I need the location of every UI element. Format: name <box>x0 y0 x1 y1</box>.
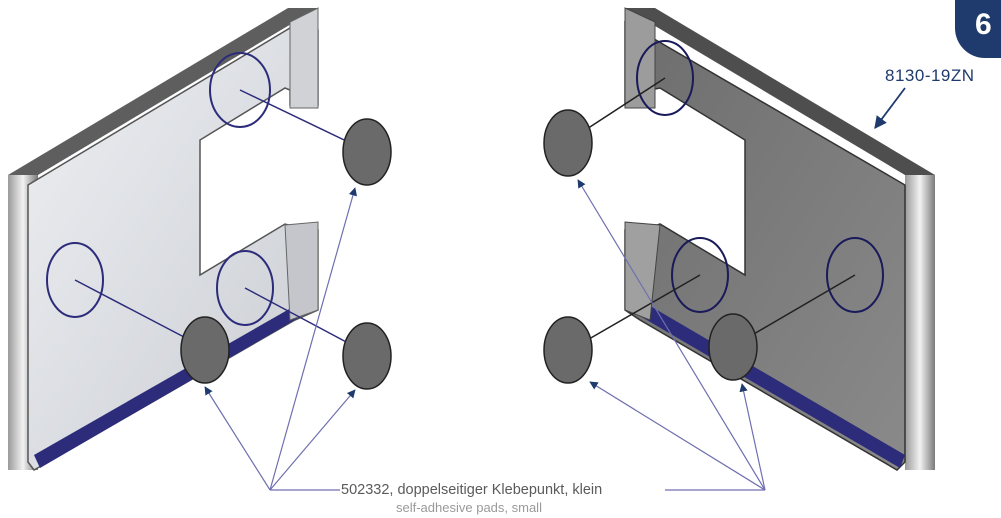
right-plate <box>624 7 935 471</box>
adhesive-pad <box>708 313 758 381</box>
connector-line <box>569 274 701 351</box>
right-plate-top-edge <box>625 8 935 175</box>
adhesive-pad <box>543 109 593 177</box>
right-pads <box>543 109 758 384</box>
left-plate-top-edge <box>8 8 318 175</box>
left-plate-notch-edge <box>289 7 319 109</box>
left-plate <box>8 7 319 471</box>
caption-english: self-adhesive pads, small <box>396 500 542 515</box>
pad-outline-left-mid <box>46 242 104 318</box>
right-plate-side-edge <box>905 175 935 470</box>
leader-line <box>204 386 271 491</box>
leader-line <box>269 187 357 491</box>
caption-german: 502332, doppelseitiger Klebepunkt, klein <box>341 482 603 498</box>
adhesive-pad <box>543 316 593 384</box>
part-number-arrow <box>874 87 906 130</box>
adhesive-pad <box>180 316 230 384</box>
right-plate-notch-edge-lower <box>624 221 661 321</box>
left-pads <box>180 118 392 390</box>
page-badge <box>955 0 1001 58</box>
leader-line <box>269 389 356 491</box>
pad-outline-right-mid <box>671 237 729 313</box>
left-plate-bottom-rail <box>34 300 312 468</box>
pad-outline-left-low <box>216 250 274 326</box>
page-number: 6 <box>975 8 992 41</box>
right-plate-notch-edge <box>624 7 656 109</box>
left-plate-notch-edge-lower <box>284 221 319 321</box>
adhesive-pad <box>342 118 392 186</box>
leader-line <box>589 381 766 491</box>
leader-lines-right <box>577 179 766 491</box>
pad-outline-left-top <box>209 52 271 128</box>
leader-line <box>577 179 766 491</box>
pad-outline-right-low <box>826 237 884 313</box>
leader-lines-left <box>204 187 357 491</box>
pad-outline-right-top <box>636 40 694 116</box>
adhesive-pad <box>342 322 392 390</box>
part-number-label: 8130-19ZN <box>885 66 975 85</box>
leader-line <box>739 383 766 491</box>
right-plate-bottom-rail <box>633 300 905 468</box>
